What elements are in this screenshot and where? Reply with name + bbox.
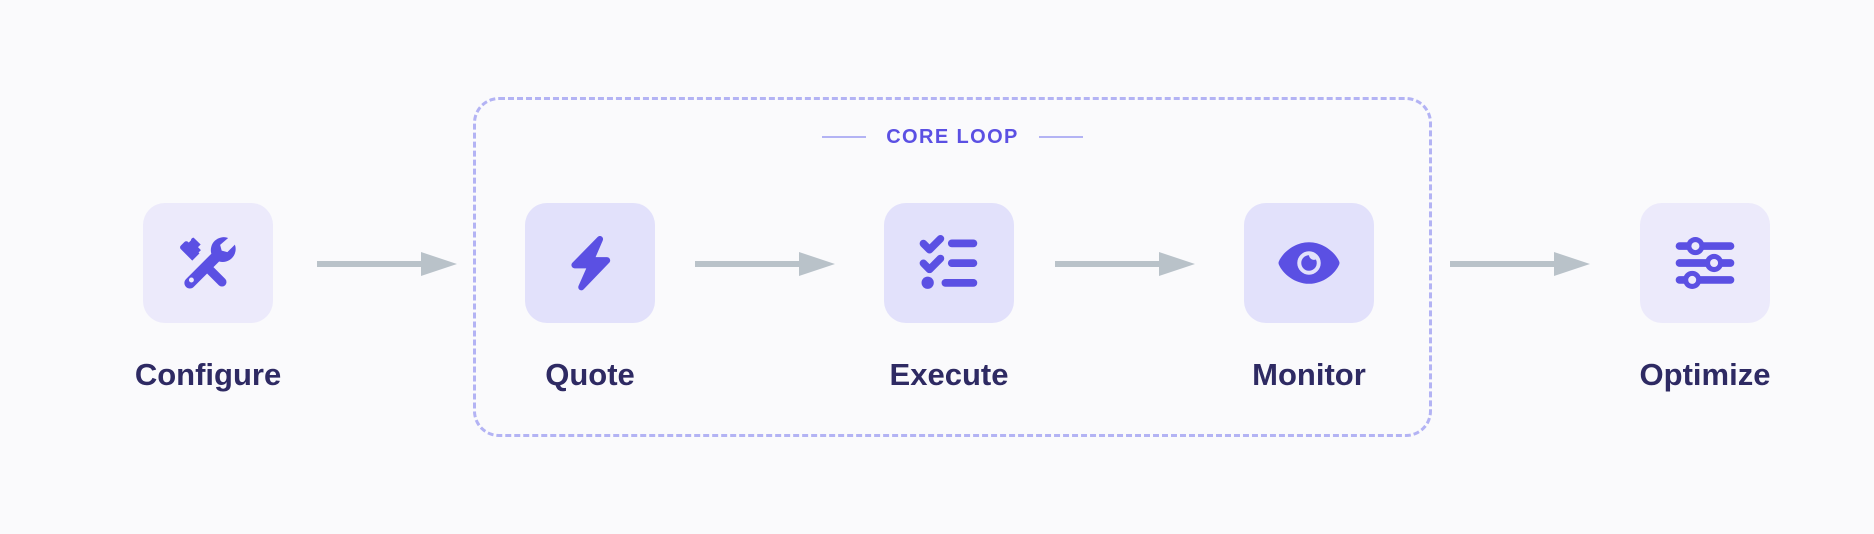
step-configure-tile[interactable]	[143, 203, 273, 323]
step-execute[interactable]: Execute	[869, 203, 1029, 390]
checklist-icon	[919, 234, 978, 289]
step-quote-tile[interactable]	[525, 203, 655, 323]
step-quote-label: Quote	[545, 357, 635, 392]
sliders-icon	[1675, 237, 1735, 289]
step-monitor-tile[interactable]	[1244, 203, 1374, 323]
arrow-quote-to-execute	[695, 250, 835, 278]
arrow-configure-to-quote	[317, 250, 457, 278]
step-configure[interactable]: Configure	[128, 203, 288, 390]
arrow-monitor-to-optimize	[1450, 250, 1590, 278]
step-execute-tile[interactable]	[884, 203, 1014, 323]
step-configure-label: Configure	[134, 357, 282, 392]
eye-icon	[1278, 242, 1340, 284]
arrow-execute-to-monitor	[1055, 250, 1195, 278]
step-quote[interactable]: Quote	[510, 203, 670, 390]
step-execute-label: Execute	[889, 357, 1009, 392]
step-monitor-label: Monitor	[1252, 357, 1366, 392]
core-loop-container	[473, 97, 1432, 437]
tools-icon	[180, 237, 236, 289]
step-optimize-label: Optimize	[1639, 357, 1771, 392]
bolt-icon	[571, 235, 611, 291]
step-monitor[interactable]: Monitor	[1229, 203, 1389, 390]
step-optimize[interactable]: Optimize	[1625, 203, 1785, 390]
step-optimize-tile[interactable]	[1640, 203, 1770, 323]
